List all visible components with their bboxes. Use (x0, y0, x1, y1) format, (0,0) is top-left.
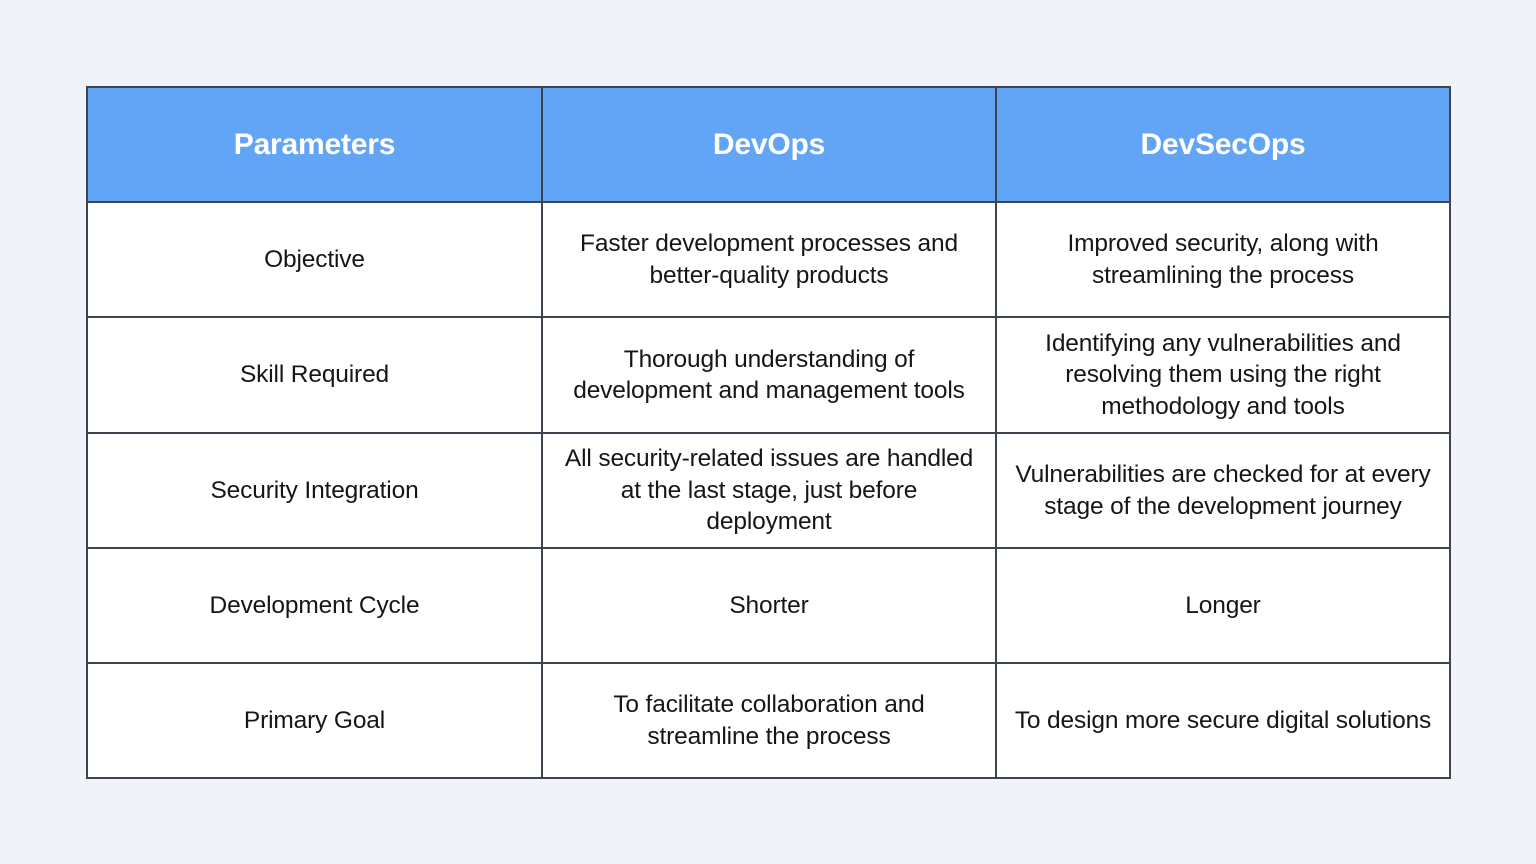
table-row: Primary Goal To facilitate collaboration… (86, 662, 1451, 779)
cell-parameter-text: Security Integration (210, 476, 419, 504)
comparison-table: Parameters DevOps DevSecOps Objective (86, 86, 1451, 779)
cell-parameter-text: Objective (264, 245, 365, 273)
table-row: Security Integration All security-relate… (86, 432, 1451, 549)
cell-devsecops: Longer (995, 547, 1451, 664)
cell-devops-text: Faster development processes and better-… (580, 230, 958, 289)
cell-devsecops-text: Vulnerabilities are checked for at every… (1015, 461, 1431, 520)
cell-devops-text: All security-related issues are handled … (564, 445, 974, 536)
cell-parameter-text: Development Cycle (209, 591, 420, 619)
column-header-devops-label: DevOps (712, 127, 826, 161)
cell-parameter: Development Cycle (86, 547, 543, 664)
cell-parameter: Security Integration (86, 432, 543, 549)
table-header: Parameters DevOps DevSecOps (86, 86, 1451, 203)
cell-devsecops: Vulnerabilities are checked for at every… (995, 432, 1451, 549)
column-header-devsecops-label: DevSecOps (1140, 127, 1306, 161)
table-row: Skill Required Thorough understanding of… (86, 316, 1451, 434)
column-header-devops: DevOps (541, 86, 997, 203)
cell-devops: To facilitate collaboration and streamli… (541, 662, 997, 779)
table-row: Development Cycle Shorter Longer (86, 547, 1451, 664)
cell-devsecops-text: Longer (1185, 591, 1261, 619)
table-body: Objective Faster development processes a… (86, 201, 1451, 779)
cell-devsecops: Improved security, along with streamlini… (995, 201, 1451, 318)
cell-parameter: Skill Required (86, 316, 543, 434)
cell-parameter-text: Skill Required (239, 361, 390, 389)
cell-devops: All security-related issues are handled … (541, 432, 997, 549)
cell-parameter-text: Primary Goal (243, 706, 386, 734)
cell-devops: Faster development processes and better-… (541, 201, 997, 318)
cell-devsecops-text: Identifying any vulnerabilities and reso… (1045, 329, 1401, 420)
cell-parameter: Objective (86, 201, 543, 318)
cell-devops: Shorter (541, 547, 997, 664)
table-row: Objective Faster development processes a… (86, 201, 1451, 318)
comparison-table-container: Parameters DevOps DevSecOps Objective (86, 86, 1451, 779)
cell-devsecops: Identifying any vulnerabilities and reso… (995, 316, 1451, 434)
table-header-row: Parameters DevOps DevSecOps (86, 86, 1451, 203)
column-header-devsecops: DevSecOps (995, 86, 1451, 203)
cell-devsecops: To design more secure digital solutions (995, 662, 1451, 779)
cell-parameter: Primary Goal (86, 662, 543, 779)
cell-devsecops-text: Improved security, along with streamlini… (1067, 230, 1379, 289)
cell-devsecops-text: To design more secure digital solutions (1014, 706, 1432, 734)
cell-devops-text: Shorter (729, 591, 809, 619)
cell-devops-text: To facilitate collaboration and streamli… (613, 691, 925, 750)
cell-devops-text: Thorough understanding of development an… (573, 345, 965, 404)
column-header-parameters: Parameters (86, 86, 543, 203)
column-header-parameters-label: Parameters (233, 127, 396, 161)
cell-devops: Thorough understanding of development an… (541, 316, 997, 434)
